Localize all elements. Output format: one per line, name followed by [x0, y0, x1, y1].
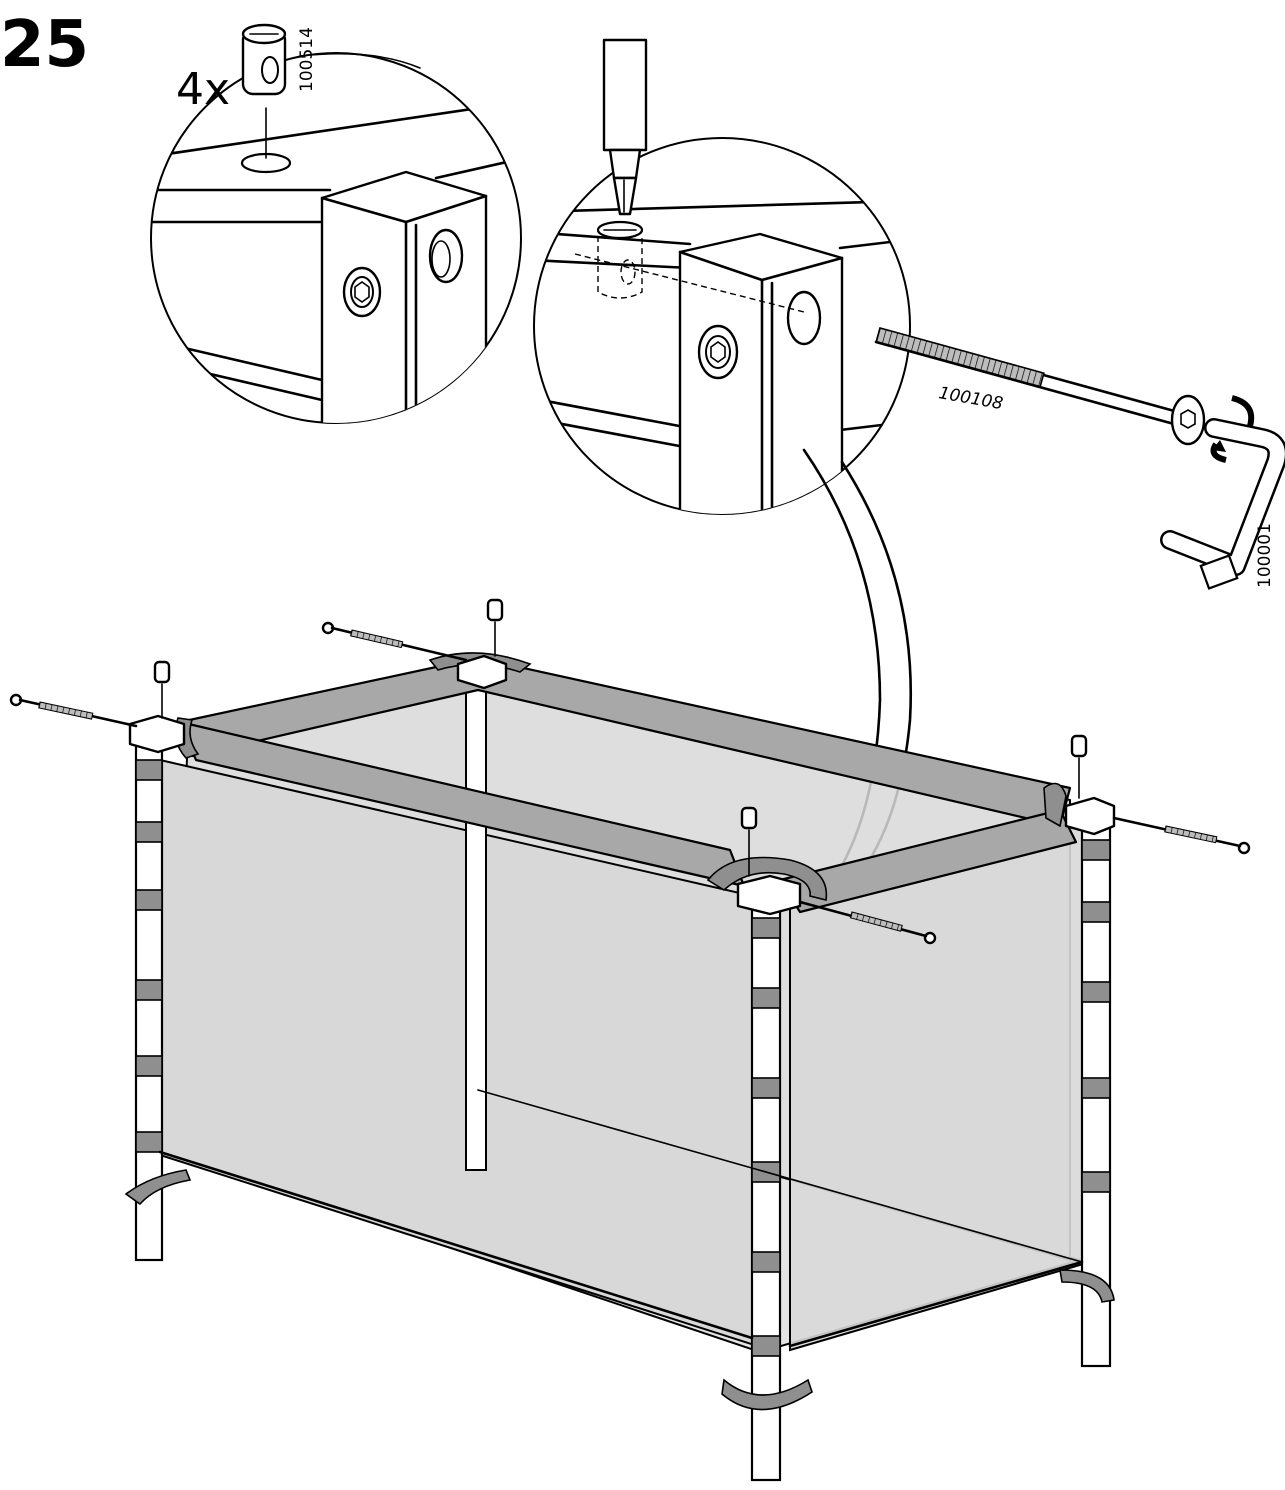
bolt-2	[321, 621, 468, 662]
step-number: 25	[0, 8, 89, 82]
quantity-label: 4x	[176, 64, 230, 115]
detail-circle-left: 4x 100514	[150, 23, 522, 424]
bolt-3	[798, 900, 937, 945]
back-post	[465, 679, 487, 1171]
cam-nut-3	[740, 806, 758, 877]
bolt-4	[1112, 816, 1251, 855]
bolt-icon-100108	[874, 327, 1206, 446]
bolt-1	[9, 693, 138, 728]
part-number-100108: 100108	[937, 383, 1005, 414]
detail-circle-right: 100108 100001	[533, 38, 1285, 892]
cam-nut-2	[486, 598, 504, 657]
post-back-right	[1059, 804, 1115, 1368]
cam-nut-icon	[241, 23, 287, 96]
cam-nut-4	[1070, 734, 1088, 799]
part-number-100514: 100514	[297, 27, 317, 92]
post-front-left	[124, 726, 192, 1262]
cam-nut-1	[153, 660, 171, 719]
crib-assembly	[9, 598, 1251, 1482]
part-number-100001: 100001	[1255, 523, 1275, 588]
screwdriver-icon	[602, 38, 648, 216]
allen-key-icon	[1160, 395, 1285, 590]
